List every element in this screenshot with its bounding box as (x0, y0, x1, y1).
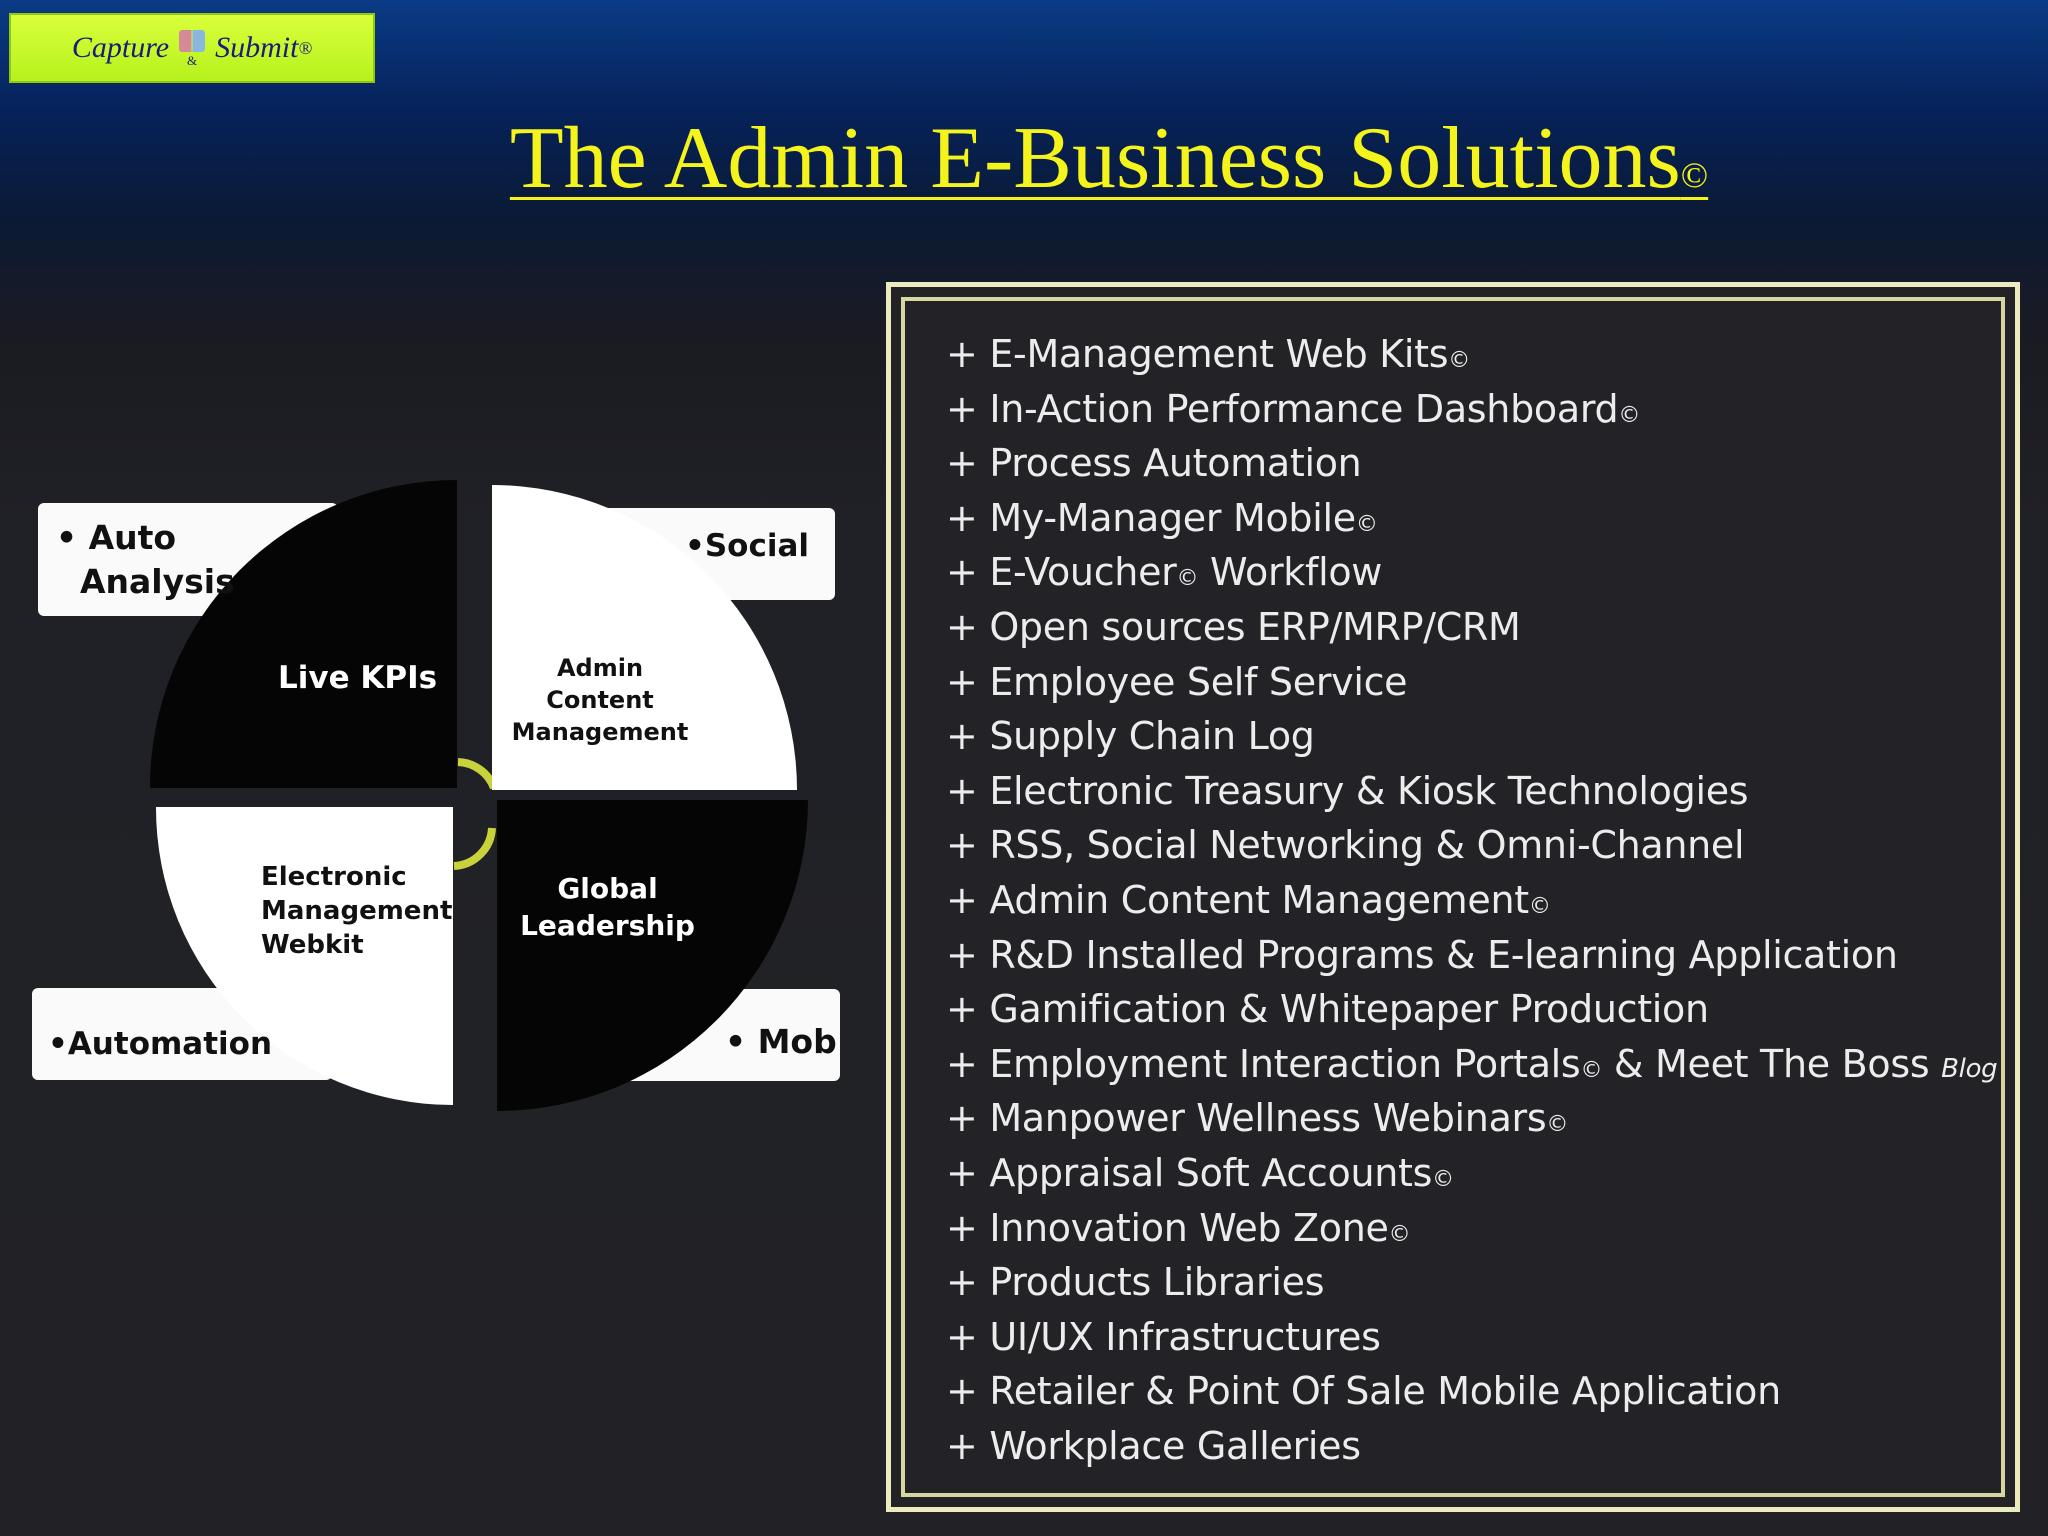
quadrant-cycle-graphic (32, 480, 840, 1111)
service-item: + Admin Content Management© (946, 873, 1997, 928)
quadrant-global-leadership (497, 800, 808, 1111)
service-item: + Open sources ERP/MRP/CRM (946, 600, 1997, 655)
logo-ampersand: & (187, 52, 198, 68)
service-text: + Open sources ERP/MRP/CRM (946, 604, 1521, 649)
service-item: + Products Libraries (946, 1255, 1997, 1310)
service-item: + Appraisal Soft Accounts© (946, 1146, 1997, 1201)
copyright-mark: © (1618, 402, 1641, 428)
service-item: + Employee Self Service (946, 655, 1997, 710)
service-item: + Employment Interaction Portals© & Meet… (946, 1037, 1998, 1092)
service-text: + Retailer & Point Of Sale Mobile Applic… (946, 1369, 1781, 1414)
logo-right-text: Submit (215, 31, 299, 64)
service-text: + Employee Self Service (946, 659, 1408, 704)
service-text: + Products Libraries (946, 1260, 1325, 1305)
copyright-mark: © (1680, 155, 1709, 195)
label-automation: •Automation (48, 1026, 273, 1062)
service-text: + Supply Chain Log (946, 714, 1315, 759)
logo-left-text: Capture (71, 31, 170, 64)
copyright-mark: © (1355, 511, 1378, 537)
copyright-mark: © (1176, 566, 1199, 592)
service-item: + Process Automation (946, 436, 1997, 491)
service-text: + UI/UX Infrastructures (946, 1314, 1381, 1359)
label-admin-content-line2: Management (511, 718, 689, 746)
service-item: + Manpower Wellness Webinars© (946, 1091, 1997, 1146)
service-text: + Appraisal Soft Accounts (946, 1150, 1433, 1195)
copyright-mark: © (1528, 893, 1551, 919)
service-item: + Electronic Treasury & Kiosk Technologi… (946, 764, 1997, 819)
service-item: + In-Action Performance Dashboard© (946, 382, 1997, 437)
label-webkit: Webkit (261, 930, 364, 960)
label-global-leadership: Global Leadership (520, 870, 695, 944)
label-electronic-management-webkit: Electronic Management Webkit (261, 860, 452, 962)
connector-arc-top (457, 758, 498, 790)
service-text: + Manpower Wellness Webinars (946, 1096, 1547, 1141)
service-text: + Employment Interaction Portals (946, 1041, 1581, 1086)
service-item: + RSS, Social Networking & Omni-Channel (946, 818, 1997, 873)
service-text: + E-Management Web Kits (946, 332, 1449, 376)
service-item: + R&D Installed Programs & E-learning Ap… (946, 928, 1997, 983)
service-item: + E-Management Web Kits© (946, 327, 1997, 382)
service-item: + Innovation Web Zone© (946, 1201, 1997, 1256)
service-text: + In-Action Performance Dashboard (946, 386, 1619, 431)
blog-tag: Blog (1941, 1053, 1998, 1084)
service-text: + Process Automation (946, 441, 1362, 486)
label-live-kpis: Live KPIs (278, 660, 438, 696)
copyright-mark: © (1388, 1221, 1411, 1247)
label-social: •Social (685, 528, 809, 564)
service-text: + Admin Content Management (946, 877, 1529, 922)
logo-emblem: & (179, 29, 206, 68)
service-item: + Retailer & Point Of Sale Mobile Applic… (946, 1364, 1997, 1419)
label-auto-analysis: • Auto Analysis (56, 516, 235, 604)
label-admin-content-line1: Admin Content (546, 654, 654, 714)
service-item: + Supply Chain Log (946, 709, 1997, 764)
page-title: The Admin E-Business Solutions© (0, 108, 2048, 209)
capture-submit-logo: Capture & Submit® (9, 13, 375, 83)
label-auto: • Auto (56, 518, 177, 557)
service-item: + UI/UX Infrastructures (946, 1310, 1997, 1365)
copyright-mark: © (1580, 1057, 1603, 1083)
quadrant-electronic-webkit (155, 807, 454, 1105)
services-list: + E-Management Web Kits©+ In-Action Perf… (946, 327, 1998, 1474)
service-item: + E-Voucher© Workflow (946, 545, 1997, 600)
label-global: Global (557, 872, 658, 905)
label-mob: • Mob (725, 1022, 837, 1061)
connector-arc-bottom (453, 827, 496, 870)
service-text: + My-Manager Mobile (946, 495, 1356, 540)
quadrant-admin-content (492, 485, 797, 790)
service-text: + Innovation Web Zone (946, 1205, 1389, 1250)
service-item: + Workplace Galleries (946, 1419, 1997, 1474)
label-leadership: Leadership (520, 909, 695, 942)
label-electronic: Electronic (261, 862, 407, 892)
service-text: + Electronic Treasury & Kiosk Technologi… (946, 768, 1749, 813)
solutions-diagram: • Auto Analysis •Social •Automation • Mo… (0, 430, 860, 1130)
service-text-continued: & Meet The Boss (1602, 1041, 1942, 1086)
copyright-mark: © (1432, 1166, 1454, 1192)
label-analysis: Analysis (80, 562, 235, 601)
logo-registered-mark: ® (298, 37, 313, 58)
copyright-mark: © (1448, 348, 1470, 373)
label-admin-content-management: Admin Content Management (505, 652, 695, 748)
copyright-mark: © (1546, 1112, 1569, 1138)
service-item: + Gamification & Whitepaper Production (946, 982, 1997, 1037)
services-panel: + E-Management Web Kits©+ In-Action Perf… (886, 282, 2020, 1512)
page-title-text: The Admin E-Business Solutions (509, 110, 1681, 207)
quadrant-live-kpis (149, 480, 458, 788)
service-text-continued: Workflow (1198, 550, 1383, 595)
logo-picture-icon (179, 29, 206, 52)
service-text: + E-Voucher (946, 550, 1177, 595)
service-text: + R&D Installed Programs & E-learning Ap… (946, 932, 1898, 977)
label-management: Management (261, 896, 453, 926)
service-text: + RSS, Social Networking & Omni-Channel (946, 823, 1745, 868)
service-text: + Gamification & Whitepaper Production (946, 987, 1709, 1032)
service-text: + Workplace Galleries (946, 1423, 1361, 1468)
service-item: + My-Manager Mobile© (946, 491, 1997, 546)
